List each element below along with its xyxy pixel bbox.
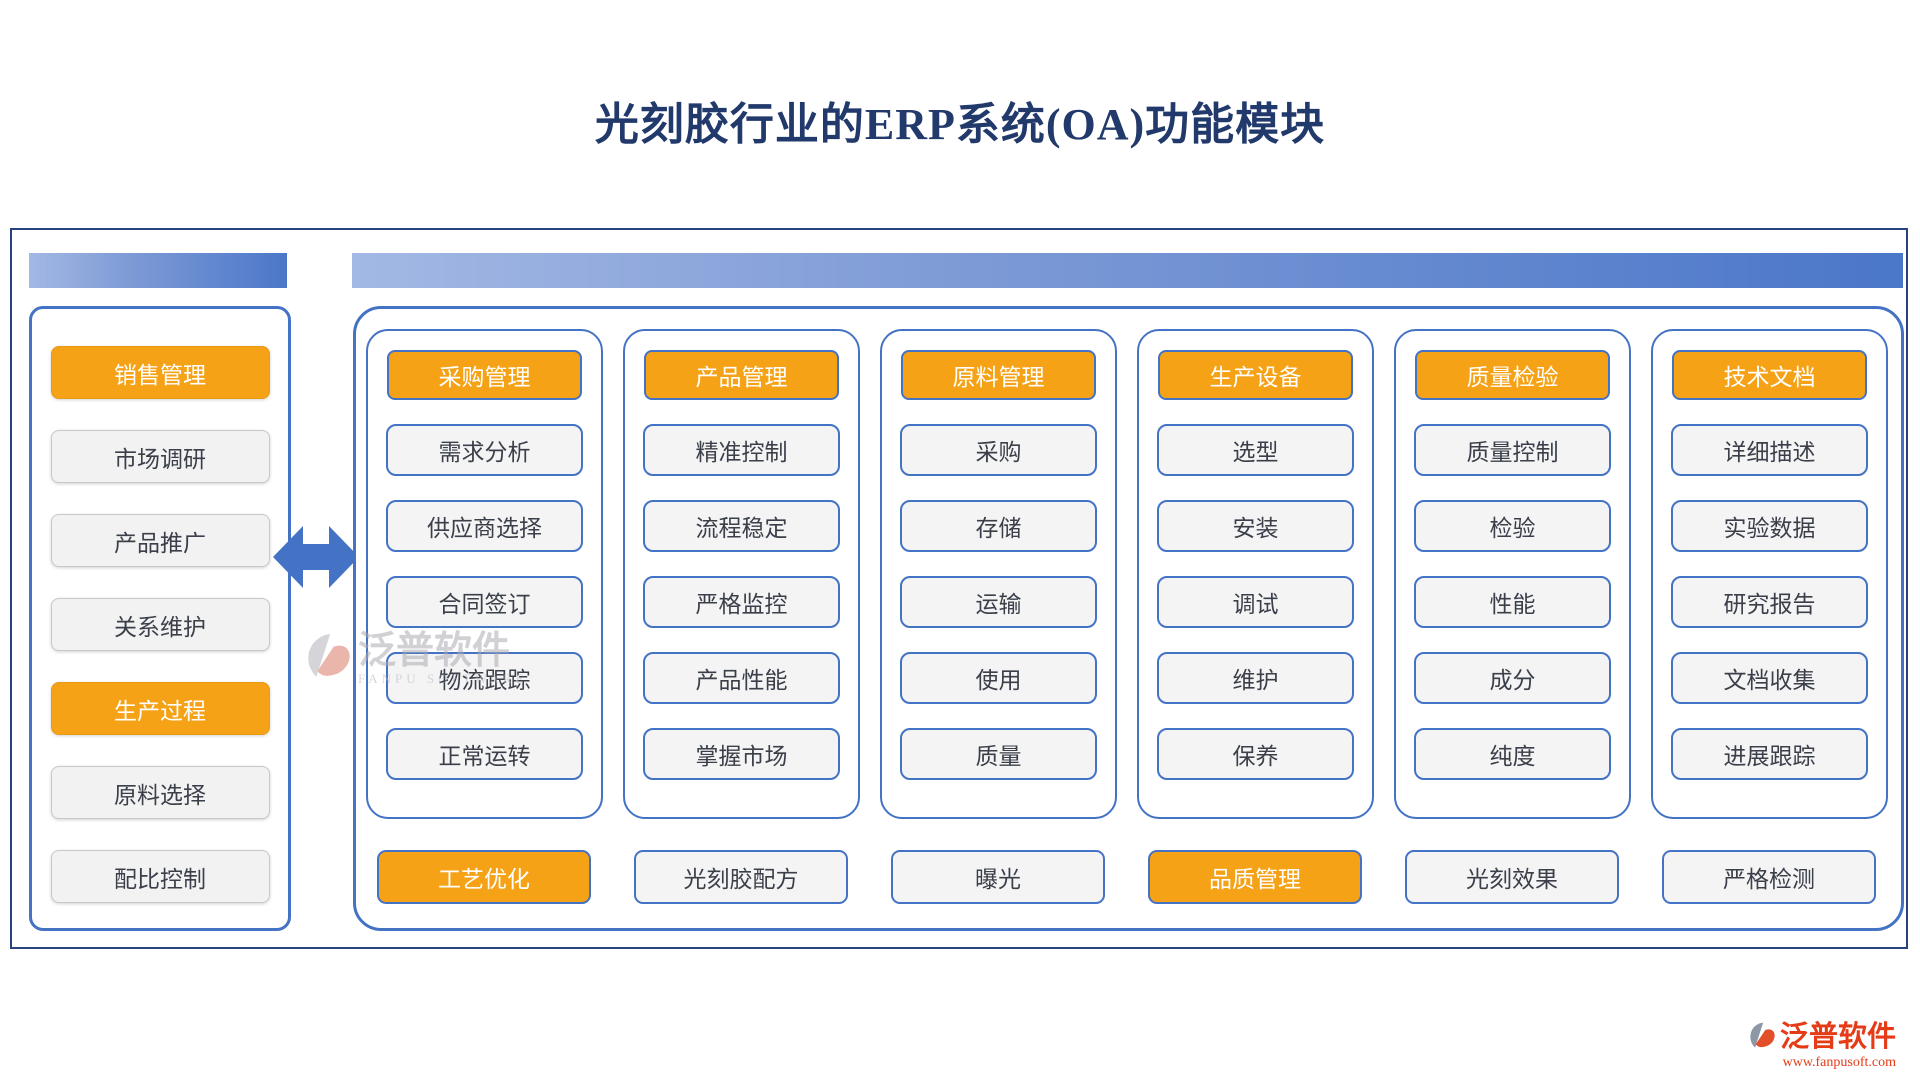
column-header: 原料管理 xyxy=(901,350,1096,400)
column-footer-node: 工艺优化 xyxy=(377,850,591,904)
column-item: 维护 xyxy=(1157,652,1354,704)
column-header: 质量检验 xyxy=(1415,350,1610,400)
column-item: 检验 xyxy=(1414,500,1611,552)
sidebar-node: 原料选择 xyxy=(50,766,270,819)
sidebar-header-bar xyxy=(29,253,287,288)
column-item: 运输 xyxy=(900,576,1097,628)
module-column: 原料管理采购存储运输使用质量曝光 xyxy=(880,329,1117,913)
column-header: 生产设备 xyxy=(1158,350,1353,400)
column-footer-node: 光刻胶配方 xyxy=(634,850,848,904)
column-item: 严格监控 xyxy=(643,576,840,628)
sidebar-node: 产品推广 xyxy=(50,514,270,567)
page-title: 光刻胶行业的ERP系统(OA)功能模块 xyxy=(594,100,1326,149)
column-item: 研究报告 xyxy=(1671,576,1868,628)
sidebar-node: 生产过程 xyxy=(50,682,270,735)
column-header: 技术文档 xyxy=(1672,350,1867,400)
column-item: 进展跟踪 xyxy=(1671,728,1868,780)
column-item: 质量控制 xyxy=(1414,424,1611,476)
main-header-bar xyxy=(352,253,1903,288)
column-footer-node: 品质管理 xyxy=(1148,850,1362,904)
sidebar-node: 关系维护 xyxy=(50,598,270,651)
column-item: 实验数据 xyxy=(1671,500,1868,552)
sidebar-node: 配比控制 xyxy=(50,850,270,903)
module-column: 产品管理精准控制流程稳定严格监控产品性能掌握市场光刻胶配方 xyxy=(623,329,860,913)
main-panel: 采购管理需求分析供应商选择合同签订物流跟踪正常运转工艺优化产品管理精准控制流程稳… xyxy=(353,306,1904,931)
column-item: 使用 xyxy=(900,652,1097,704)
column-item: 精准控制 xyxy=(643,424,840,476)
column-item: 正常运转 xyxy=(386,728,583,780)
column-footer-node: 严格检测 xyxy=(1662,850,1876,904)
column-item: 流程稳定 xyxy=(643,500,840,552)
column-header: 采购管理 xyxy=(387,350,582,400)
module-column: 质量检验质量控制检验性能成分纯度光刻效果 xyxy=(1394,329,1631,913)
module-column-box: 产品管理精准控制流程稳定严格监控产品性能掌握市场 xyxy=(623,329,860,819)
sidebar-panel: 销售管理市场调研产品推广关系维护生产过程原料选择配比控制 xyxy=(29,306,291,931)
module-column: 采购管理需求分析供应商选择合同签订物流跟踪正常运转工艺优化 xyxy=(366,329,603,913)
double-arrow-icon xyxy=(272,518,360,596)
column-item: 物流跟踪 xyxy=(386,652,583,704)
column-item: 需求分析 xyxy=(386,424,583,476)
module-column-box: 原料管理采购存储运输使用质量 xyxy=(880,329,1117,819)
column-footer-node: 光刻效果 xyxy=(1405,850,1619,904)
module-column-box: 生产设备选型安装调试维护保养 xyxy=(1137,329,1374,819)
column-item: 成分 xyxy=(1414,652,1611,704)
module-column: 技术文档详细描述实验数据研究报告文档收集进展跟踪严格检测 xyxy=(1651,329,1888,913)
fanpu-logo-icon xyxy=(1749,1022,1776,1053)
fanpu-logo-icon xyxy=(306,633,352,684)
column-item: 性能 xyxy=(1414,576,1611,628)
column-item: 文档收集 xyxy=(1671,652,1868,704)
column-item: 安装 xyxy=(1157,500,1354,552)
outer-frame: 销售管理市场调研产品推广关系维护生产过程原料选择配比控制 采购管理需求分析供应商… xyxy=(10,228,1908,949)
column-item: 供应商选择 xyxy=(386,500,583,552)
column-item: 选型 xyxy=(1157,424,1354,476)
column-footer-node: 曝光 xyxy=(891,850,1105,904)
column-item: 保养 xyxy=(1157,728,1354,780)
column-item: 存储 xyxy=(900,500,1097,552)
sidebar-node: 市场调研 xyxy=(50,430,270,483)
column-item: 调试 xyxy=(1157,576,1354,628)
column-item: 合同签订 xyxy=(386,576,583,628)
column-header: 产品管理 xyxy=(644,350,839,400)
footer-brand-url: www.fanpusoft.com xyxy=(1782,1055,1896,1070)
module-column-box: 采购管理需求分析供应商选择合同签订物流跟踪正常运转 xyxy=(366,329,603,819)
column-item: 详细描述 xyxy=(1671,424,1868,476)
column-item: 质量 xyxy=(900,728,1097,780)
module-column-box: 质量检验质量控制检验性能成分纯度 xyxy=(1394,329,1631,819)
column-item: 采购 xyxy=(900,424,1097,476)
sidebar-node: 销售管理 xyxy=(50,346,270,399)
module-column: 生产设备选型安装调试维护保养品质管理 xyxy=(1137,329,1374,913)
column-item: 产品性能 xyxy=(643,652,840,704)
column-item: 纯度 xyxy=(1414,728,1611,780)
footer-brand-name: 泛普软件 xyxy=(1779,1021,1896,1053)
footer-brand: 泛普软件 www.fanpusoft.com xyxy=(1749,1022,1896,1070)
module-column-box: 技术文档详细描述实验数据研究报告文档收集进展跟踪 xyxy=(1651,329,1888,819)
column-item: 掌握市场 xyxy=(643,728,840,780)
